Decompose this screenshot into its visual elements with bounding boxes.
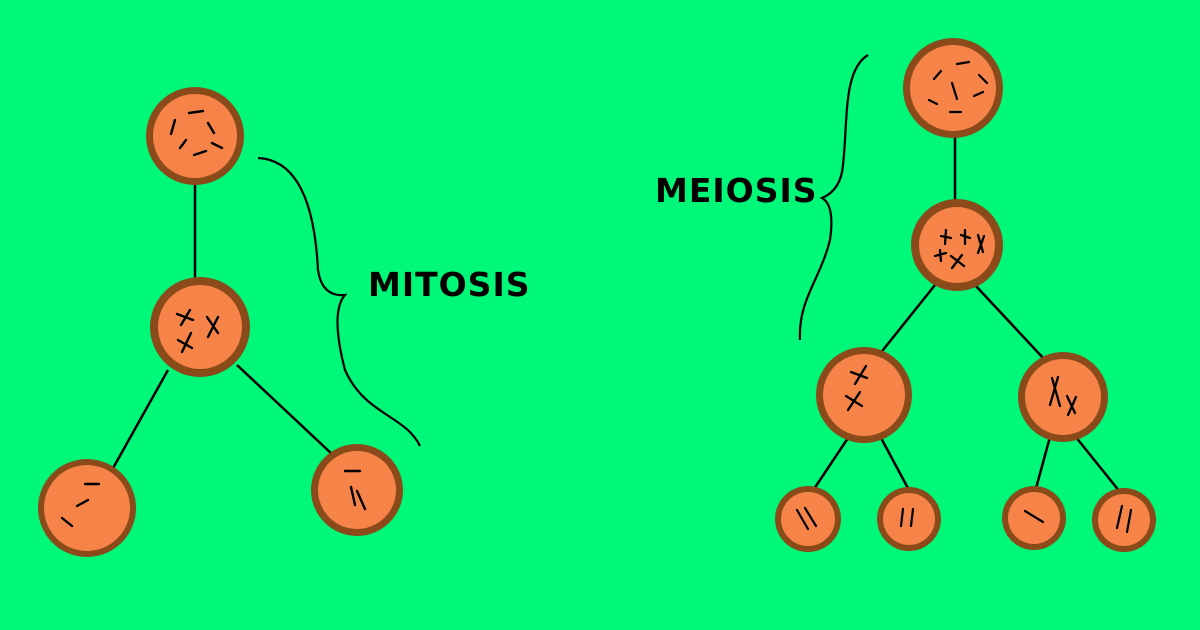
- gamete-cell-1: [775, 486, 841, 552]
- mitosis-replicated-cell: [150, 277, 250, 377]
- meiosis-links: [810, 135, 1121, 493]
- gamete-cell-2: [877, 487, 941, 551]
- meiosis-parent-cell: [903, 38, 1003, 138]
- mitosis-parent-cell: [146, 87, 244, 185]
- mitosis-links: [110, 178, 334, 471]
- meiosis-1-cell-a: [816, 347, 912, 443]
- meiosis-link-meiosis-1-a-gamete-1: [810, 434, 852, 493]
- mitosis-diagram: MITOSIS: [38, 87, 531, 557]
- meiosis-link-meiosis-1-b-gamete-4: [1074, 435, 1121, 493]
- meiosis-replicated-cell: [911, 199, 1003, 291]
- meiosis-link-meiosis-1-a-gamete-2: [878, 435, 912, 493]
- gamete-cell-4: [1092, 488, 1156, 552]
- meiosis-link-replicated-meiosis-1-b: [974, 284, 1046, 361]
- meiosis-link-meiosis-1-b-gamete-3: [1033, 436, 1052, 493]
- meiosis-1-cell-b: [1018, 352, 1108, 442]
- mitosis-label: MITOSIS: [368, 265, 531, 304]
- mitosis-daughter-cell-1: [38, 459, 136, 557]
- mitosis-brace: [257, 156, 421, 447]
- mitosis-link-replicated-daughter-1: [110, 369, 170, 471]
- meiosis-diagram: MEIOSIS: [655, 38, 1156, 552]
- gamete-cell-3: [1002, 486, 1066, 550]
- mitosis-daughter-cell-2: [311, 444, 403, 536]
- meiosis-link-replicated-meiosis-1-a: [874, 284, 936, 361]
- meiosis-brace: [798, 54, 869, 341]
- mitosis-link-replicated-daughter-2: [236, 364, 334, 456]
- meiosis-label: MEIOSIS: [655, 171, 818, 210]
